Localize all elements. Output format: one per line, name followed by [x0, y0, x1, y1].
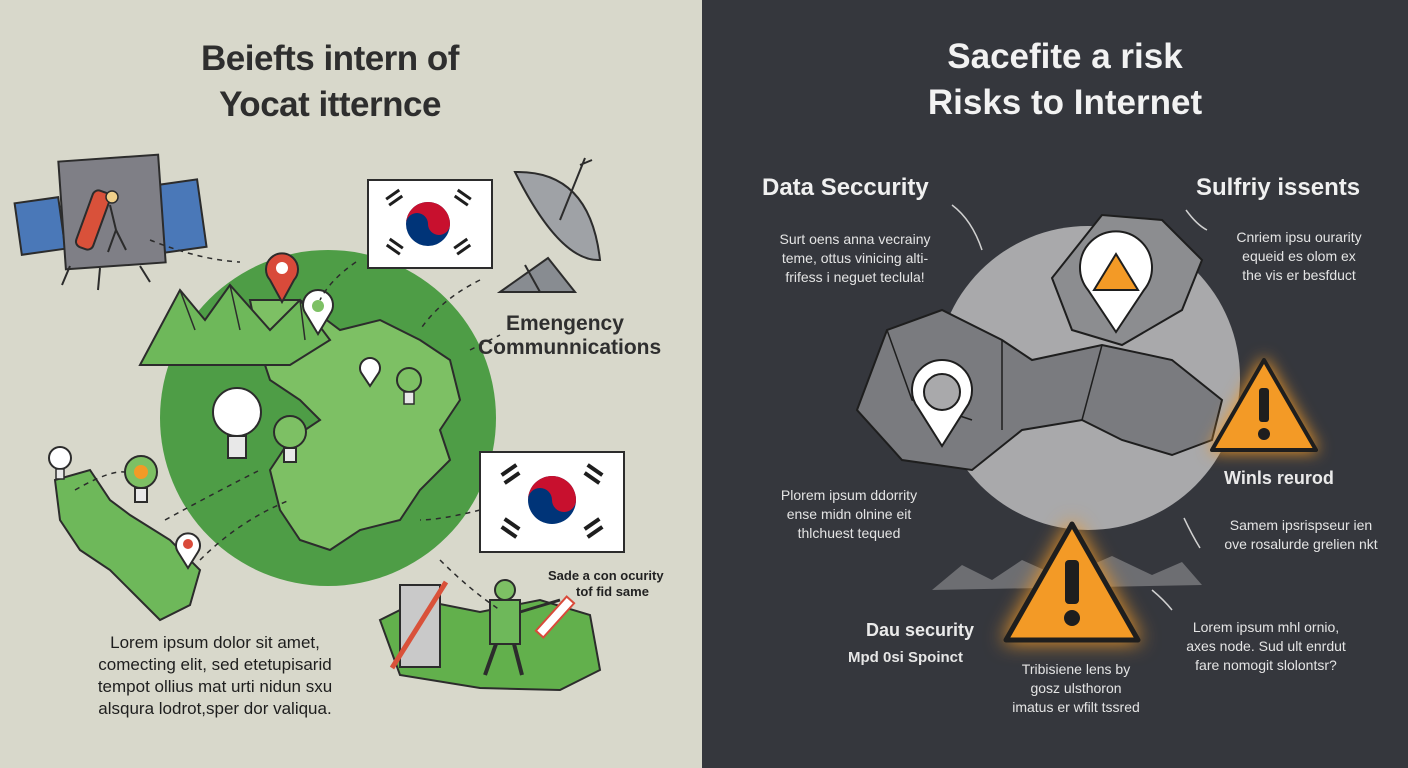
- lorem-low-text: Lorem ipsum mhl ornio, axes node. Sud ul…: [1186, 619, 1346, 673]
- lightbulb-icon: [48, 446, 72, 480]
- data-security-heading: Data Seccurity: [762, 174, 929, 201]
- connector-lines: [74, 239, 501, 611]
- lightbulb-icon: [212, 387, 262, 459]
- satellite-icon: [13, 153, 208, 291]
- worker-figure-icon: [389, 579, 576, 676]
- sulfriy-text: Cnriem ipsu ourarity equeid es olom ex t…: [1236, 229, 1362, 283]
- korea-map-shape: [248, 299, 462, 552]
- warning-triangle-icon: [1210, 358, 1318, 452]
- sulfriy-heading: Sulfriy issents: [1196, 174, 1361, 201]
- lightbulb-icon: [273, 415, 307, 463]
- dau-security-sub: Mpd 0si Spoinct: [848, 649, 964, 666]
- emergency-communications-label: Emengency Communnications: [478, 312, 662, 359]
- map-pin-icon: [265, 252, 299, 305]
- korea-flag-icon: [479, 451, 625, 553]
- benefits-title: Beiefts intern of Yocat itternce: [201, 39, 459, 124]
- leader-lines: [951, 204, 1208, 611]
- satellite-dish-icon: [496, 157, 602, 293]
- risks-title: Sacefite a risk Risks to Internet: [927, 37, 1203, 122]
- benefits-panel: Beiefts intern of Yocat itternce Emengen…: [0, 0, 702, 768]
- security-label: Sade a con ocurity tof fid same: [548, 568, 664, 599]
- benefits-illustration: [13, 153, 625, 692]
- tribisiene-text: Tribisiene lens by gosz ulsthoron imatus…: [1012, 661, 1140, 715]
- samem-text: Samem ipsrispseur ien ove rosalurde grel…: [1224, 517, 1378, 552]
- warning-triangle-icon: [1003, 521, 1141, 643]
- data-security-text: Surt oens anna vecrainy teme, ottus vini…: [779, 231, 931, 285]
- mountain-icon: [138, 283, 332, 366]
- dau-security-heading: Dau security: [866, 620, 975, 640]
- benefits-body-text: Lorem ipsum dolor sit amet, comecting el…: [97, 633, 333, 718]
- map-pin-icon: [302, 289, 334, 336]
- lorem-mid-text: Plorem ipsum ddorrity ense midn olnine e…: [780, 487, 918, 541]
- map-pin-icon: [1079, 230, 1153, 334]
- island-shape: [53, 468, 202, 622]
- risks-panel: Sacefite a risk Risks to Internet Data S…: [702, 0, 1408, 768]
- mountain-range: [932, 556, 1202, 590]
- map-pin-icon: [359, 357, 381, 388]
- lightbulb-icon: [396, 367, 422, 405]
- risks-illustration: [855, 204, 1318, 643]
- korea-flag-icon: [367, 179, 493, 269]
- map-pin-icon: [175, 532, 201, 570]
- lightbulb-icon: [124, 455, 158, 503]
- winls-label: Winls reurod: [1224, 468, 1334, 488]
- map-pin-icon: [911, 359, 973, 448]
